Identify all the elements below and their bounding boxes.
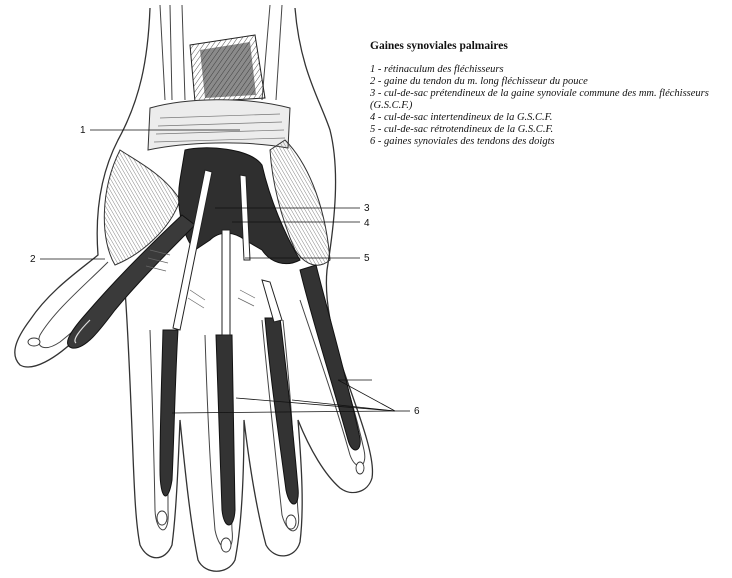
legend-item-1: 1 - rétinaculum des fléchisseurs	[370, 64, 725, 76]
legend: Gaines synoviales palmaires 1 - rétinacu…	[370, 40, 725, 148]
legend-list: 1 - rétinaculum des fléchisseurs 2 - gai…	[370, 64, 725, 148]
legend-item-2: 2 - gaine du tendon du m. long fléchisse…	[370, 76, 725, 88]
legend-title: Gaines synoviales palmaires	[370, 40, 725, 52]
callout-6: 6	[414, 406, 420, 417]
callout-1: 1	[80, 125, 86, 136]
legend-item-5: 5 - cul-de-sac rétrotendineux de la G.S.…	[370, 124, 725, 136]
little-digit-sheath	[300, 265, 360, 450]
callout-2: 2	[30, 254, 36, 265]
middle-digit-sheath	[216, 335, 235, 525]
legend-item-6: 6 - gaines synoviales des tendons des do…	[370, 136, 725, 148]
callout-3: 3	[364, 203, 370, 214]
fingertip-nails	[28, 338, 364, 552]
legend-item-4: 4 - cul-de-sac intertendineux de la G.S.…	[370, 112, 725, 124]
callout-4: 4	[364, 218, 370, 229]
ring-digit-sheath	[265, 318, 298, 504]
callout-5: 5	[364, 253, 370, 264]
flexor-retinaculum	[148, 100, 290, 150]
legend-item-3: 3 - cul-de-sac prétendineux de la gaine …	[370, 88, 725, 112]
